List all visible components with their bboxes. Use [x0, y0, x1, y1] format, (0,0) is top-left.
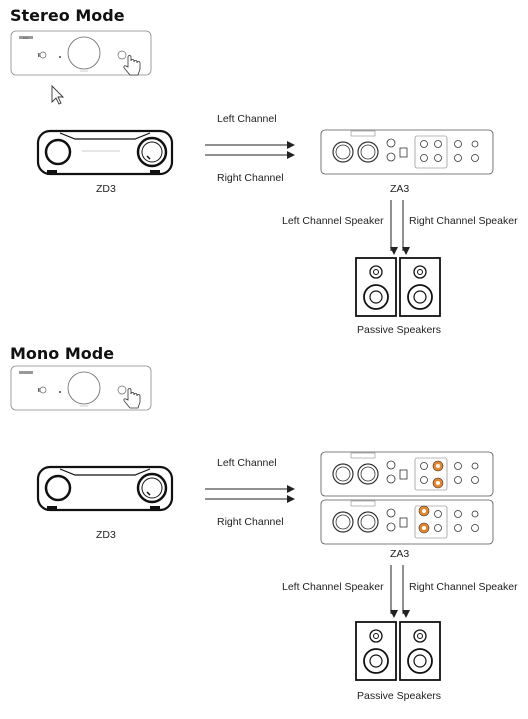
right-speaker-label: Right Channel Speaker [409, 581, 518, 593]
za3-rear-panel-mono-bottom [320, 499, 494, 545]
zd3-device-stereo [36, 129, 174, 176]
cursor-icon [51, 84, 65, 105]
right-speaker-stereo [399, 257, 441, 317]
left-speaker-mono [355, 621, 397, 681]
zd3-front-panel-mono [10, 365, 152, 411]
passive-speakers-label: Passive Speakers [357, 690, 442, 702]
zd3-label: ZD3 [96, 183, 116, 195]
right-speaker-mono [399, 621, 441, 681]
press-hand-icon [123, 55, 141, 76]
right-speaker-label: Right Channel Speaker [409, 215, 518, 227]
left-channel-label: Left Channel [217, 457, 277, 469]
right-channel-label: Right Channel [217, 516, 284, 528]
zd3-device-mono [36, 465, 174, 512]
zd3-front-panel-stereo: FiiO [10, 30, 152, 76]
stereo-mode-title: Stereo Mode [10, 6, 125, 25]
svg-text:FiiO: FiiO [23, 36, 29, 40]
left-speaker-stereo [355, 257, 397, 317]
left-speaker-label: Left Channel Speaker [282, 215, 384, 227]
right-channel-label: Right Channel [217, 172, 284, 184]
za3-label: ZA3 [390, 183, 410, 195]
left-speaker-label: Left Channel Speaker [282, 581, 384, 593]
zd3-label: ZD3 [96, 529, 116, 541]
passive-speakers-label: Passive Speakers [357, 324, 442, 336]
za3-rear-panel-mono-top [320, 451, 494, 497]
za3-label: ZA3 [390, 548, 410, 560]
press-hand-icon [123, 388, 141, 409]
za3-rear-panel-stereo [320, 129, 494, 175]
left-channel-label: Left Channel [217, 113, 277, 125]
mono-mode-title: Mono Mode [10, 344, 115, 363]
